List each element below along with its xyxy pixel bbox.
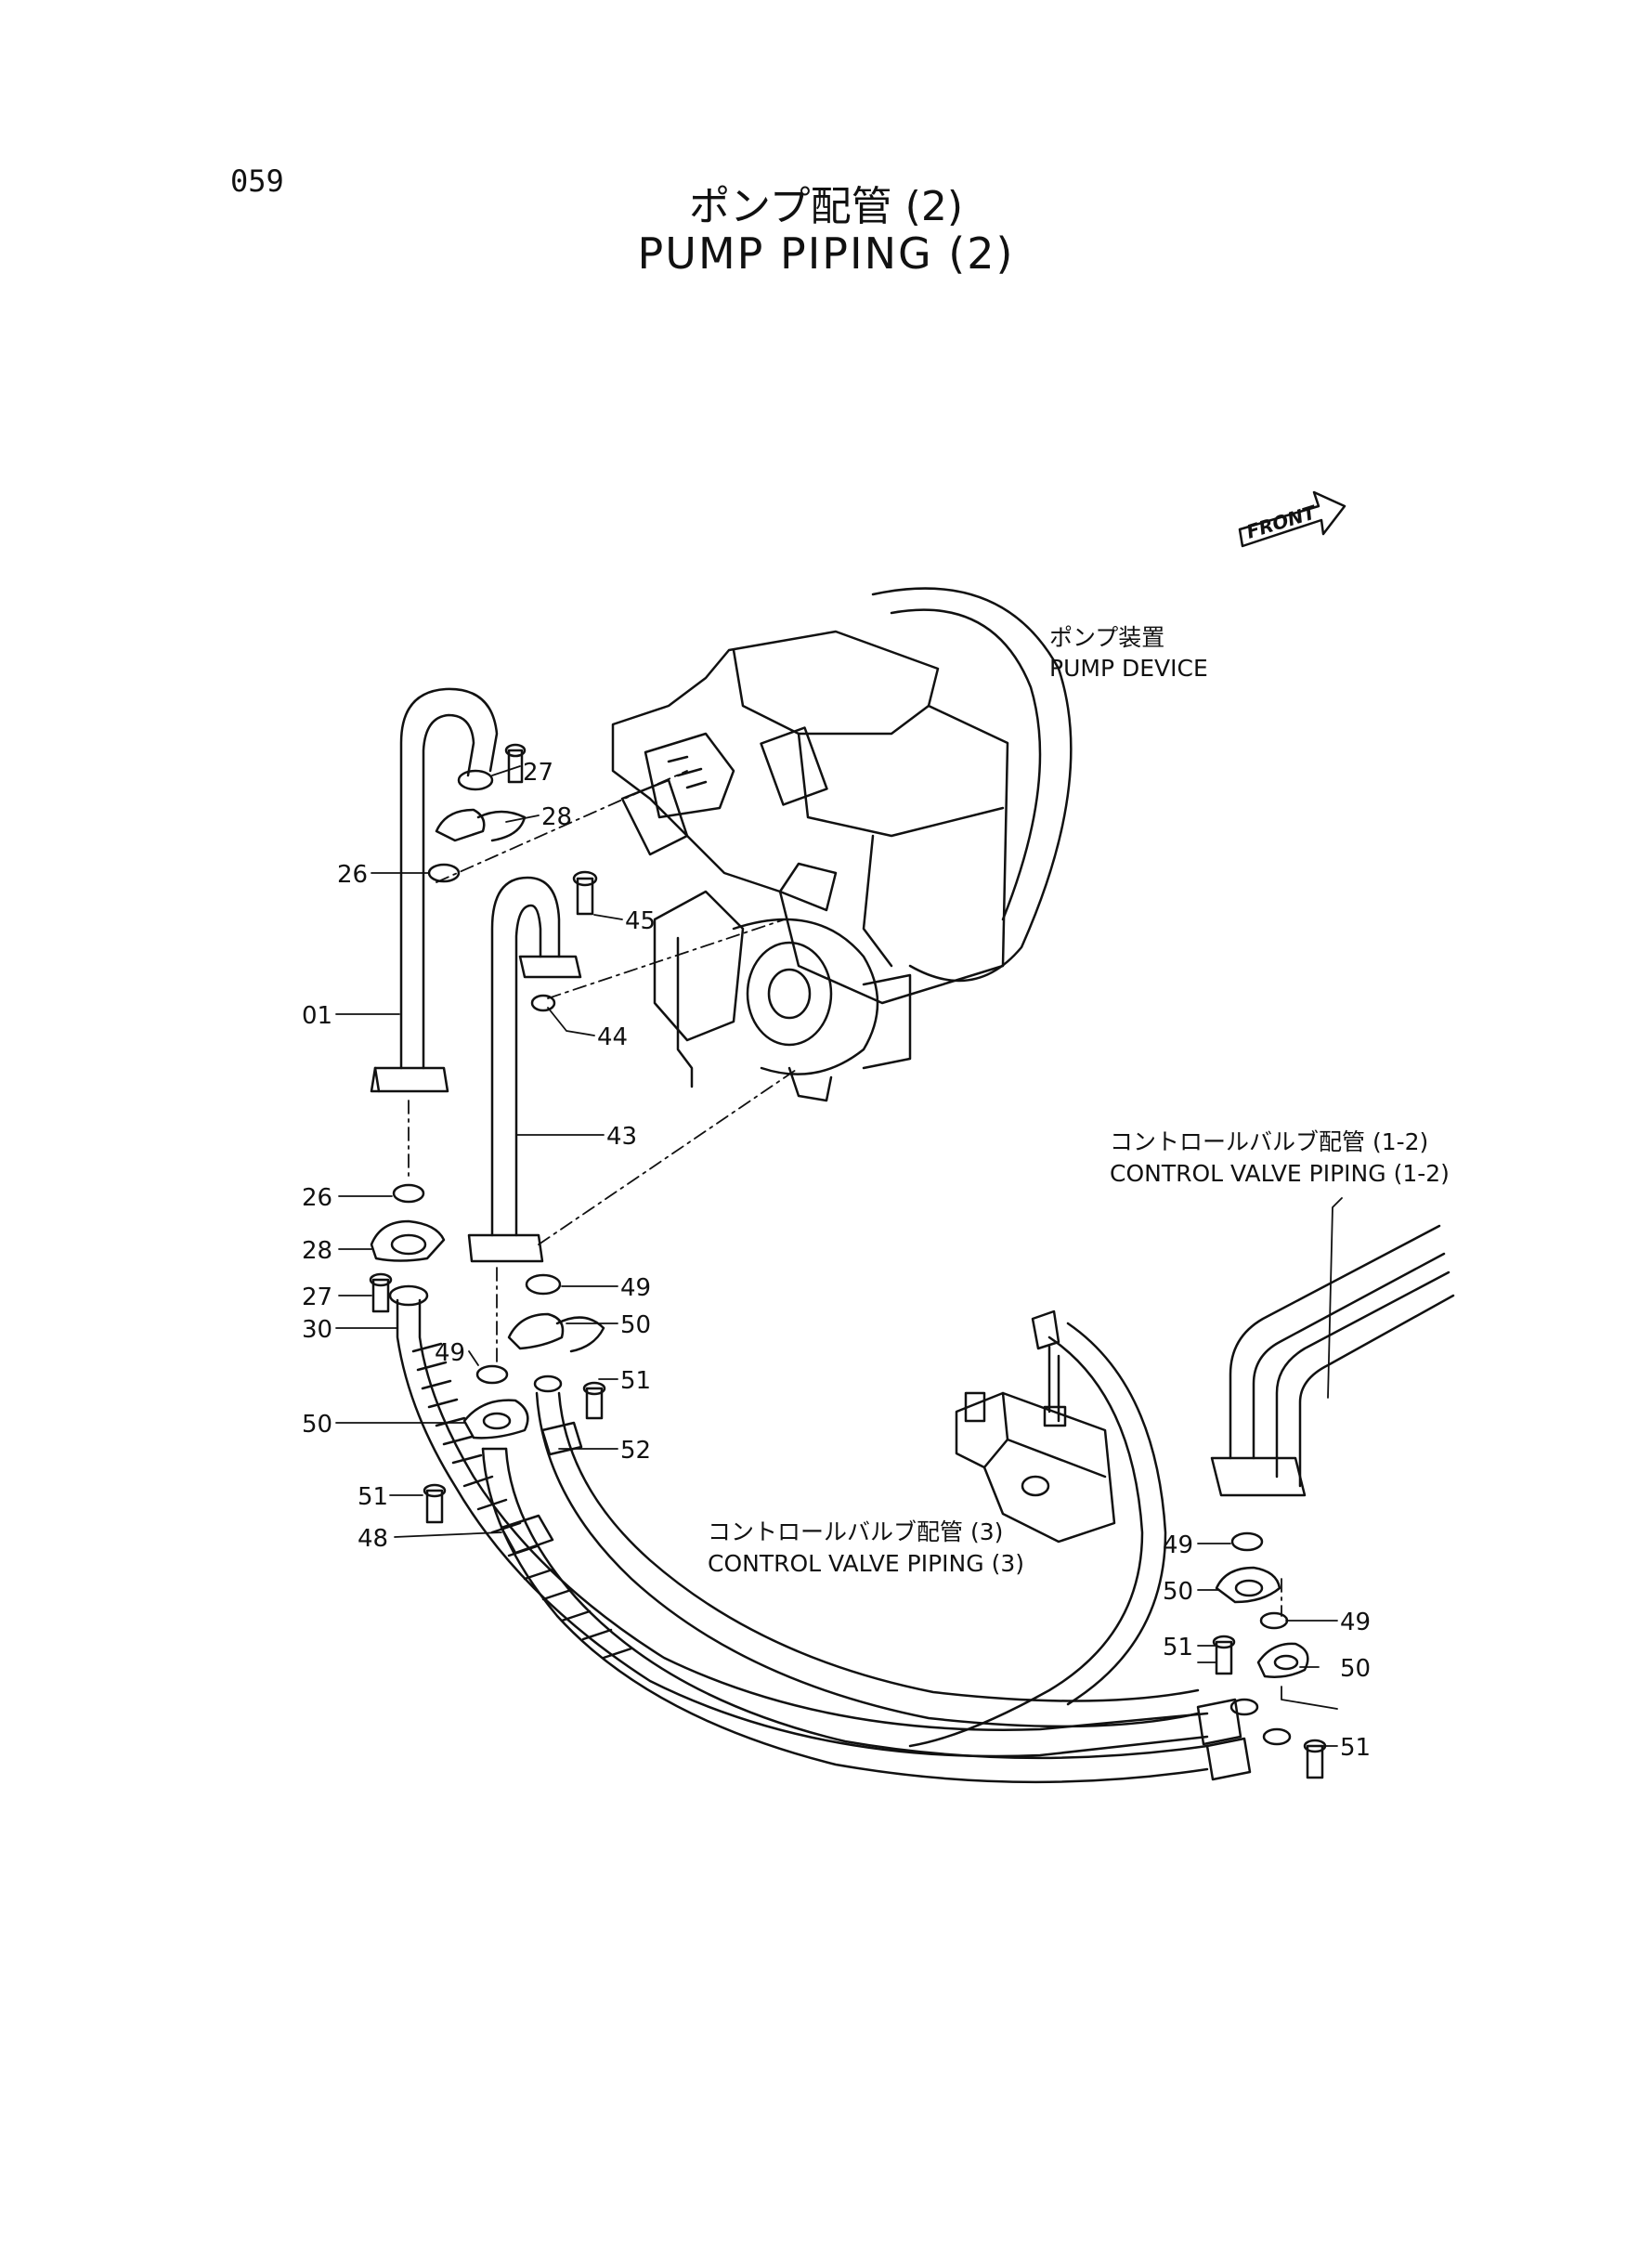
oring-49-b [475,1364,509,1385]
note-cv-piping-3-en: CONTROL VALVE PIPING (3) [708,1550,1024,1577]
bolt-51-c [1212,1635,1236,1675]
notes: ポンプ装置 PUMP DEVICE コントロールバルブ配管 (1-2) CONT… [708,624,1450,1577]
bolt-27-upper [504,743,527,784]
hose-cv [908,1309,1167,1748]
callout: 49 [1340,1609,1371,1636]
callout: 51 [1163,1634,1193,1661]
callout: 28 [541,803,572,831]
note-cv-piping-3-jp: コントロールバルブ配管 (3) [708,1518,1003,1545]
center-lines [408,770,1282,1617]
callout: 49 [1163,1531,1193,1559]
callout: 51 [358,1483,388,1511]
callout: 50 [302,1411,332,1439]
note-cv-piping-12-jp: コントロールバルブ配管 (1-2) [1110,1128,1428,1155]
fitting-elbow [1229,1698,1292,1746]
note-cv-piping-12-en: CONTROL VALVE PIPING (1-2) [1110,1160,1450,1187]
callout: 30 [302,1316,332,1344]
oring-49-c [1230,1531,1264,1552]
clamp-50-c [1215,1566,1281,1604]
callout: 01 [302,1002,332,1030]
title-japanese: ポンプ配管 (2) [689,183,963,230]
hose-48 [481,1447,1252,1784]
pipe-01 [370,687,499,1093]
front-arrow-label: FRONT [1243,501,1319,543]
callout: 50 [1340,1655,1371,1683]
callout: 50 [620,1311,651,1339]
note-pump-device-jp: ポンプ装置 [1049,624,1164,651]
callout: 45 [625,907,656,935]
clamp-28-upper [435,808,527,842]
oring-44 [530,994,556,1012]
callout: 26 [302,1184,332,1212]
pipe-43 [467,876,582,1263]
oring-49-d [1259,1611,1289,1630]
callout: 51 [620,1367,651,1395]
page-number: 059 [230,163,284,199]
callouts: 27 28 26 45 01 44 43 26 28 49 27 50 30 4… [302,759,1371,1762]
bolt-51-b [423,1483,447,1524]
title-english: PUMP PIPING (2) [637,228,1015,279]
bolt-51-a [582,1381,606,1420]
clamp-50-d [1256,1642,1309,1678]
clamp-50-b [462,1399,529,1440]
clamp-50-a [507,1312,605,1353]
bolt-45 [572,870,598,916]
callout: 43 [606,1123,637,1151]
callout: 26 [337,861,368,889]
callout: 49 [435,1339,465,1367]
callout: 52 [620,1437,651,1465]
bolt-51-d [1303,1739,1327,1779]
callout: 50 [1163,1578,1193,1606]
cv-piping-12 [1210,1197,1455,1497]
front-arrow-icon: FRONT [1238,490,1346,548]
oring-26-lower [392,1183,425,1204]
hose-52 [533,1375,1200,1728]
callout: 27 [302,1283,332,1311]
callout: 28 [302,1237,332,1265]
clamp-28-lower [370,1219,446,1262]
callout: 48 [358,1525,388,1553]
oring-49-a [525,1273,562,1296]
callout: 51 [1340,1734,1371,1762]
callout: 44 [597,1023,628,1051]
bolt-27-lower [369,1272,393,1313]
callout: 27 [523,759,553,787]
pump-device [611,587,1073,1102]
control-valve [955,1345,1116,1544]
note-pump-device-en: PUMP DEVICE [1049,655,1208,682]
leader-lines [335,765,1338,1747]
callout: 49 [620,1274,651,1302]
